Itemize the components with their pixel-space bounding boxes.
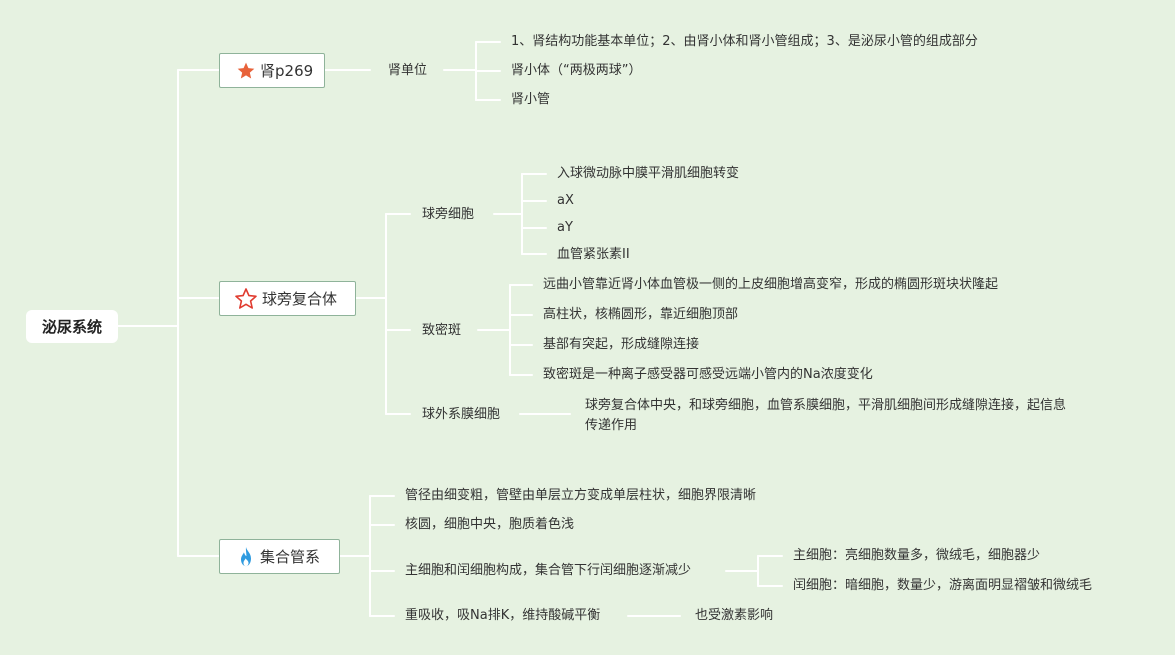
jga-node[interactable]: 球旁复合体 [219,281,356,316]
jg-cell-item-3[interactable]: aY [557,220,573,235]
macula-item-3[interactable]: 基部有突起，形成缝隙连接 [543,337,700,352]
hormone-note[interactable]: 也受激素影响 [695,608,774,623]
jga-node-label: 球旁复合体 [262,290,338,308]
mesangial-desc[interactable]: 球旁复合体中央，和球旁细胞，血管系膜细胞，平滑肌细胞间形成缝隙连接，起信息传递作… [585,398,1067,433]
collecting-item-2[interactable]: 核圆，细胞中央，胞质着色浅 [405,517,575,532]
kidney-node-label: 肾p269 [260,62,314,80]
kidney-unit-label[interactable]: 肾单位 [388,63,428,78]
collecting-node[interactable]: 集合管系 [219,539,340,574]
jg-cell-item-2[interactable]: aX [557,193,574,208]
collecting-item-4[interactable]: 重吸收，吸Na排K，维持酸碱平衡 [405,608,601,623]
root-node[interactable]: 泌尿系统 [26,310,118,343]
kidney-item-2[interactable]: 肾小体（“两极两球”） [511,63,642,78]
kidney-item-3[interactable]: 肾小管 [511,92,551,107]
mesangial-cell-label[interactable]: 球外系膜细胞 [422,407,501,422]
collecting-item-1[interactable]: 管径由细变粗，管壁由单层立方变成单层柱状，细胞界限清晰 [405,488,757,503]
intercalated-cell-item[interactable]: 闰细胞：暗细胞，数量少，游离面明显褶皱和微绒毛 [793,578,1093,593]
jg-cell-item-1[interactable]: 入球微动脉中膜平滑肌细胞转变 [557,166,740,181]
principal-cell-item[interactable]: 主细胞：亮细胞数量多，微绒毛，细胞器少 [793,548,1041,563]
macula-item-1[interactable]: 远曲小管靠近肾小体血管极一侧的上皮细胞增高变窄，形成的椭圆形斑块状隆起 [543,277,999,292]
collecting-node-label: 集合管系 [260,548,321,566]
flame-icon [241,546,251,566]
macula-item-2[interactable]: 高柱状，核椭圆形，靠近细胞顶部 [543,307,739,322]
collecting-item-3[interactable]: 主细胞和闰细胞构成，集合管下行闰细胞逐渐减少 [405,563,692,578]
star-outline-icon [235,287,257,309]
macula-item-4[interactable]: 致密斑是一种离子感受器可感受远端小管内的Na浓度变化 [543,367,873,382]
macula-densa-label[interactable]: 致密斑 [422,323,462,338]
jg-cell-label[interactable]: 球旁细胞 [422,207,475,222]
star-filled-icon [237,62,255,78]
kidney-node[interactable]: 肾p269 [219,53,325,88]
jg-cell-item-4[interactable]: 血管紧张素II [557,247,630,262]
kidney-item-1[interactable]: 1、肾结构功能基本单位；2、由肾小体和肾小管组成；3、是泌尿小管的组成部分 [511,34,978,49]
